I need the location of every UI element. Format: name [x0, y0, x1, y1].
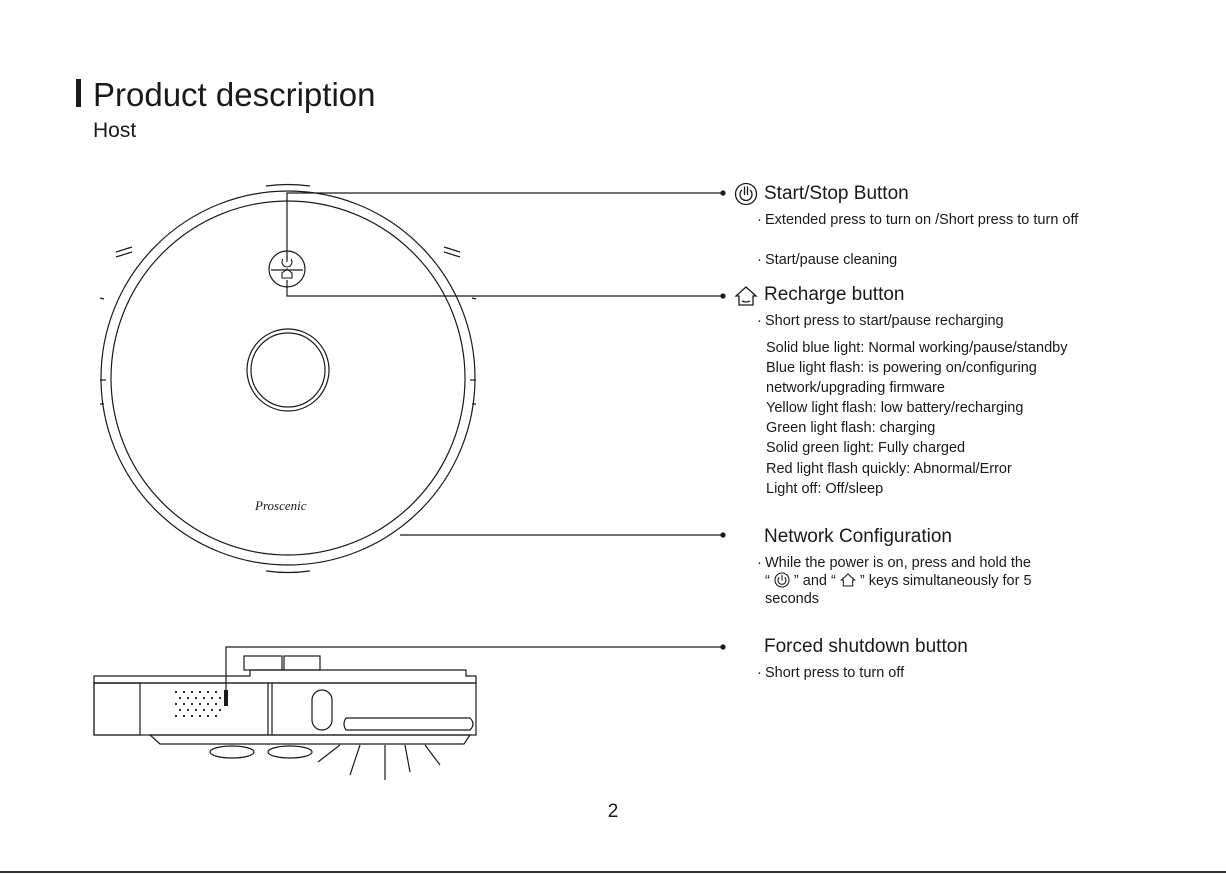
robot-side-view [93, 655, 477, 780]
network-bullet-prefix: While the power is on, press and hold th… [765, 555, 1031, 571]
start-stop-bullet-2: · Start/pause cleaning [757, 252, 898, 268]
leader-power [286, 192, 722, 260]
rim-notch-left [99, 297, 106, 405]
title-accent-bar [76, 79, 81, 107]
start-stop-heading: Start/Stop Button [764, 183, 909, 204]
forced-shutdown-bullet: · Short press to turn off [757, 665, 905, 681]
leader-home [286, 280, 722, 297]
side-brush-left [115, 246, 133, 258]
light-state: Yellow light flash: low battery/rechargi… [766, 400, 1024, 417]
forced-shutdown-heading: Forced shutdown button [764, 636, 968, 657]
light-state: Red light flash quickly: Abnormal/Error [766, 460, 1012, 477]
power-icon [774, 572, 790, 588]
page-subtitle: Host [93, 119, 137, 142]
page-title: Product description [93, 76, 376, 113]
lidar-outer [246, 328, 330, 412]
bumper-bottom [265, 570, 311, 574]
bumper-top [265, 183, 311, 187]
light-state: Green light flash: charging [766, 420, 936, 437]
light-state: Blue light flash: is powering on/configu… [766, 360, 1037, 377]
network-heading: Network Configuration [764, 526, 952, 547]
light-states-list: Solid blue light: Normal working/pause/s… [766, 338, 1067, 499]
page-number: 2 [607, 801, 619, 822]
rim-notch-right [470, 297, 477, 405]
recharge-heading: Recharge button [764, 284, 905, 305]
side-brush-right [443, 246, 461, 258]
forced-shutdown-switch [224, 690, 228, 706]
light-state: Solid blue light: Normal working/pause/s… [766, 340, 1068, 356]
brand-logo: Proscenic [254, 498, 307, 513]
light-state: Light off: Off/sleep [766, 480, 884, 497]
recharge-bullet-1: · Short press to start/pause recharging [757, 313, 1004, 329]
robot-body-outer [100, 190, 476, 566]
bottom-rule [0, 871, 1226, 873]
network-bullet: · While the power is on, press and hold … [757, 555, 1032, 607]
robot-body-inner [110, 200, 466, 556]
home-icon [734, 286, 758, 306]
power-icon [734, 182, 758, 206]
light-state: network/upgrading firmware [766, 380, 945, 397]
network-bullet-suffix: seconds [765, 591, 820, 607]
light-state: Solid green light: Fully charged [766, 440, 966, 457]
lidar-inner [250, 332, 326, 408]
start-stop-bullet-1: · Extended press to turn on /Short press… [757, 212, 1079, 228]
leader-forced [225, 646, 722, 697]
home-icon [839, 573, 856, 587]
